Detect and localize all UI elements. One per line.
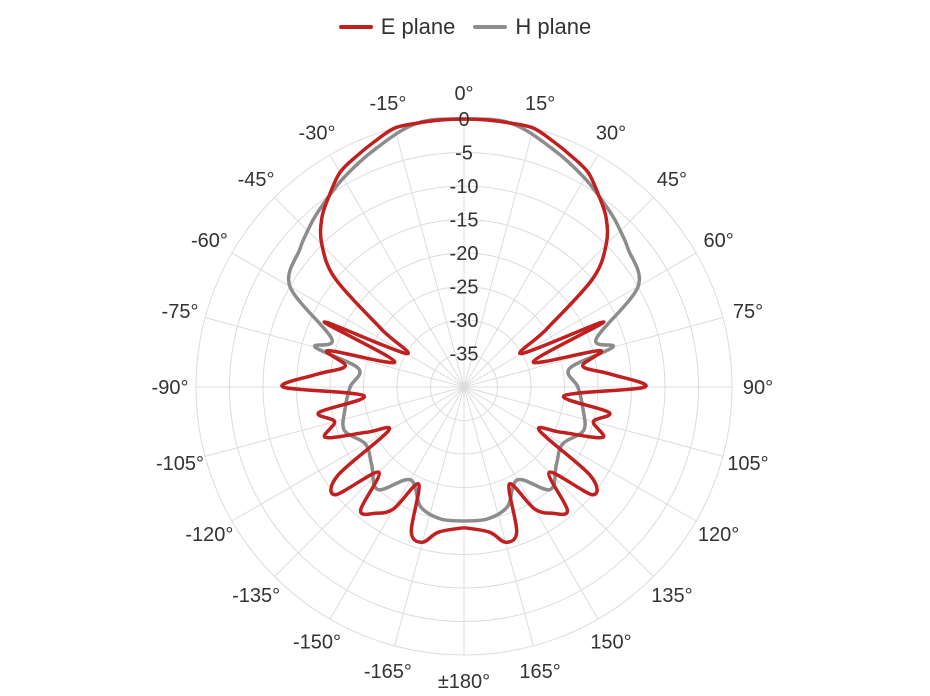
legend-label-e-plane: E plane (380, 14, 456, 39)
grid-spoke (463, 386, 534, 646)
angular-tick-label: 75° (733, 301, 763, 323)
legend-item-e-plane[interactable]: E plane (338, 14, 456, 40)
radial-tick-label: -30 (450, 310, 479, 332)
angular-tick-label: -60° (191, 230, 228, 252)
grid-spoke (463, 252, 697, 388)
angular-tick-label: -105° (156, 453, 204, 475)
grid-spoke (329, 386, 465, 620)
grid-spoke (274, 386, 465, 577)
angular-tick-label: 0° (454, 83, 473, 105)
legend-item-h-plane[interactable]: H plane (473, 14, 591, 40)
polar-grid (195, 118, 733, 656)
angular-tick-label: 120° (698, 524, 739, 546)
grid-spoke (394, 128, 465, 388)
angular-tick-label: 105° (727, 453, 768, 475)
angular-tick-label: 15° (525, 93, 555, 115)
grid-spoke (463, 386, 697, 522)
angular-tick-label: -45° (238, 169, 275, 191)
legend-swatch-h-plane (473, 25, 508, 29)
angular-tick-label: -30° (299, 122, 336, 144)
angular-tick-label: -15° (369, 93, 406, 115)
grid-spoke (463, 386, 599, 620)
grid-spoke (274, 197, 465, 388)
radial-tick-label: -20 (450, 243, 479, 265)
radial-tick-label: -15 (450, 210, 479, 232)
radial-tick-label: 0 (458, 109, 469, 131)
radial-tick-label: -25 (450, 277, 479, 299)
angular-tick-label: ±180° (438, 671, 490, 693)
label-layer: 0° 15° 30° 45° 60° 75° 90° 105° 120° 135° 150° 165°… (152, 83, 774, 693)
angular-tick-label: 30° (596, 122, 626, 144)
angular-tick-label: -90° (152, 377, 189, 399)
grid-spoke (463, 128, 534, 388)
grid-spoke (463, 197, 654, 388)
angular-tick-label: 150° (590, 632, 631, 654)
series-line-e-plane[interactable] (280, 117, 648, 545)
angular-tick-label: -120° (185, 524, 233, 546)
angular-tick-label: -150° (293, 632, 341, 654)
radial-tick-label: -5 (455, 143, 473, 165)
legend-swatch-e-plane (338, 25, 373, 29)
radial-tick-label: -10 (450, 176, 479, 198)
series-layer (280, 117, 648, 545)
angular-tick-label: 165° (519, 661, 560, 683)
grid-spoke (231, 252, 465, 388)
angular-tick-label: -135° (232, 585, 280, 607)
grid-spoke (231, 386, 465, 522)
legend: E plane H plane (0, 14, 930, 40)
grid-spoke (463, 386, 654, 577)
angular-tick-label: 135° (651, 585, 692, 607)
angular-tick-label: 60° (703, 230, 733, 252)
grid-spoke (329, 154, 465, 388)
legend-label-h-plane: H plane (515, 14, 592, 39)
angular-tick-label: -165° (364, 661, 412, 683)
grid-spoke (394, 386, 465, 646)
grid-spoke (463, 154, 599, 388)
radial-tick-label: -35 (450, 344, 479, 366)
angular-tick-label: -75° (162, 301, 199, 323)
angular-tick-label: 90° (743, 377, 773, 399)
angular-tick-label: 45° (657, 169, 687, 191)
